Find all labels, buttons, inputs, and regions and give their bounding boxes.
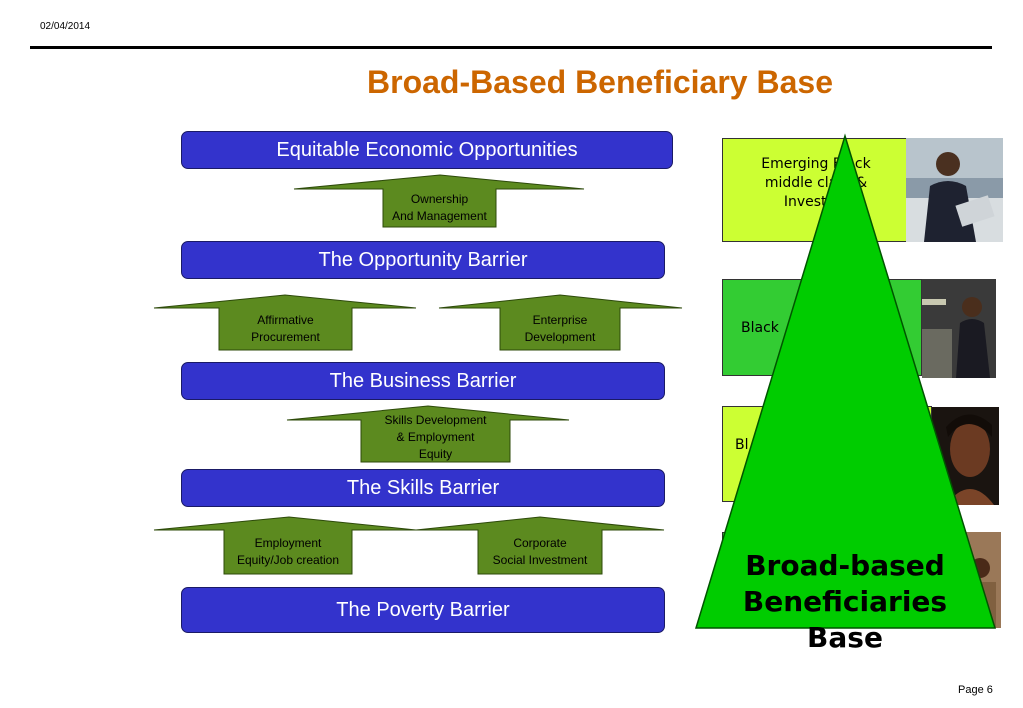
slide-date: 02/04/2014 [40,21,91,32]
affirmative-procurement-label: Affirmative Procurement [219,309,352,349]
skills-development-arrow [286,405,570,463]
affirmative-label-line-1: Affirmative [257,313,314,327]
side-box-3-text: Bl [735,437,749,453]
corporate-label-line-2: Social Investment [492,553,588,567]
bar-equitable-economic-opportunities: Equitable Economic Opportunities [181,131,673,169]
skills-development-label: Skills Development & Employment Equity [361,411,510,463]
ownership-label-line-2: And Management [392,209,487,223]
affirmative-procurement-arrow [153,294,417,351]
skills-label-line-1: Skills Development [384,412,487,427]
ownership-label: Ownership And Management [383,189,496,227]
pyramid-label: Broad-based Beneficiaries Base [700,548,990,656]
employment-label-line-2: Equity/Job creation [236,553,340,567]
employment-label-line-1: Employment [254,536,322,550]
slide-title: Broad-Based Beneficiary Base [367,64,833,100]
page-number: Page 6 [958,684,993,696]
enterprise-development-label: Enterprise Development [500,309,620,349]
skills-label-line-2: & Employment [396,429,475,444]
corporate-social-investment-label: Corporate Social Investment [478,532,602,572]
bar-poverty-barrier: The Poverty Barrier [181,587,665,633]
affirmative-label-line-2: Procurement [251,330,320,344]
corporate-social-investment-arrow [415,516,665,575]
enterprise-label-line-2: Development [524,330,596,344]
beneficiaries-pyramid [694,133,997,629]
side-box-2-text: Black [741,320,779,336]
header-rule [30,46,992,49]
bar-skills-barrier: The Skills Barrier [181,469,665,507]
employment-equity-label: Employment Equity/Job creation [224,532,352,572]
enterprise-development-arrow [438,294,683,351]
employment-equity-arrow [153,516,417,575]
photo-businessman-laptop [906,138,1003,242]
photo-man-train-station [922,279,996,378]
ownership-label-line-1: Ownership [410,192,469,206]
corporate-label-line-1: Corporate [513,536,567,550]
pyramid-label-line-1: Broad-based [745,549,945,582]
bar-business-barrier: The Business Barrier [181,362,665,400]
pyramid-label-line-3: Base [807,621,883,654]
bar-opportunity-barrier: The Opportunity Barrier [181,241,665,279]
enterprise-label-line-1: Enterprise [532,313,588,327]
skills-label-line-3: Equity [418,446,453,461]
ownership-arrow [293,174,585,228]
pyramid-label-line-2: Beneficiaries [742,585,948,618]
